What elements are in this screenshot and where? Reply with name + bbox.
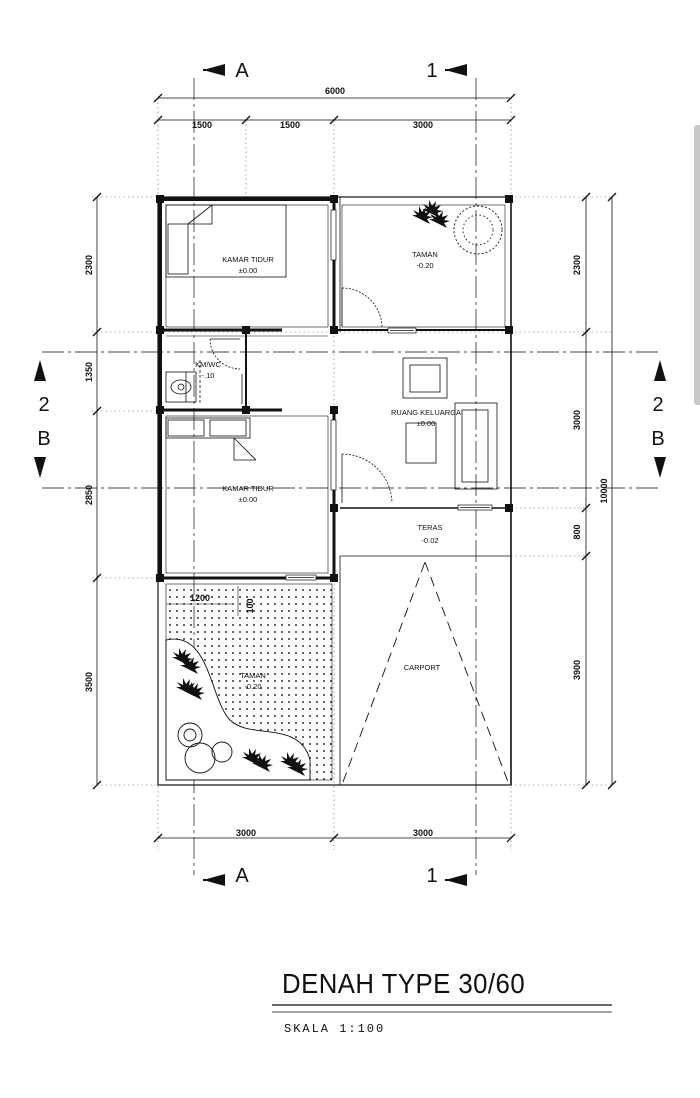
section-marker-1-bottom: 1 (426, 865, 437, 887)
title-underline (272, 1004, 612, 1013)
section-marker-a-bottom: A (235, 865, 249, 887)
dim-inner-1: 1200 (190, 593, 210, 603)
room-garden-top-name: TAMAN (412, 250, 438, 259)
dim-right-total: 10000 (599, 478, 609, 503)
sofa-icon (454, 402, 498, 490)
windows (285, 209, 493, 581)
garden-area (165, 583, 333, 781)
door-swing-icon (209, 287, 393, 504)
room-carport-name: CARPORT (404, 663, 441, 672)
section-marker-b-right: B (651, 428, 664, 450)
dim-right-4: 3900 (572, 660, 582, 680)
section-marker-2-left: 2 (38, 394, 49, 416)
dim-left-4: 3500 (84, 672, 94, 692)
section-marker-1-top: 1 (426, 60, 437, 82)
dim-right-3: 800 (572, 524, 582, 539)
columns (156, 195, 513, 582)
bed-icon (165, 204, 287, 278)
tree-icon (177, 205, 503, 774)
room-bedroom-bottom-name: KAMAR TIDUR (222, 484, 274, 493)
scrollbar-edge[interactable] (694, 125, 700, 405)
room-garden-bottom-name: TAMAN (240, 671, 266, 680)
dim-right-1: 2300 (572, 255, 582, 275)
dim-bottom-2: 3000 (413, 828, 433, 838)
dim-left-2: 1350 (84, 362, 94, 382)
dim-top-2: 1500 (280, 120, 300, 130)
dim-left-3: 2850 (84, 485, 94, 505)
room-family-name: RUANG KELUARGA (391, 408, 461, 417)
armchair-icon (402, 357, 448, 399)
dimension-lines (96, 97, 613, 839)
room-bathroom-level: -.10 (202, 371, 215, 380)
dim-bottom-1: 3000 (236, 828, 256, 838)
drawing-scale: SKALA 1:100 (284, 1022, 386, 1036)
room-bedroom-top-name: KAMAR TIDUR (222, 255, 274, 264)
walls (157, 196, 512, 786)
room-terrace-name: TERAS (417, 523, 442, 532)
toilet-icon (165, 360, 201, 404)
room-bedroom-top-level: ±0.00 (239, 266, 258, 275)
dim-top-total: 6000 (325, 86, 345, 96)
section-marker-b-left: B (37, 428, 50, 450)
carport-markings (342, 561, 509, 783)
dim-left-1: 2300 (84, 255, 94, 275)
dim-inner-2: 100 (245, 598, 255, 613)
dim-right-2: 3000 (572, 410, 582, 430)
room-garden-top-level: -0.20 (416, 261, 433, 270)
bed-icon (165, 417, 257, 461)
room-bedroom-bottom-level: ±0.00 (239, 495, 258, 504)
section-marker-2-right: 2 (652, 394, 663, 416)
room-garden-bottom-level: -0.20 (244, 682, 261, 691)
room-terrace-level: -0.02 (421, 536, 438, 545)
dimension-ticks (92, 93, 617, 843)
dim-top-1: 1500 (192, 120, 212, 130)
table-icon (405, 422, 437, 464)
drawing-title: DENAH TYPE 30/60 (282, 968, 526, 999)
room-bathroom-name: KM/WC (195, 360, 221, 369)
section-marker-a-top: A (235, 60, 249, 82)
dim-top-3: 3000 (413, 120, 433, 130)
section-marker-arrows (34, 64, 666, 886)
room-family-level: ±0.00 (417, 419, 436, 428)
inner-dimensions (166, 586, 239, 616)
